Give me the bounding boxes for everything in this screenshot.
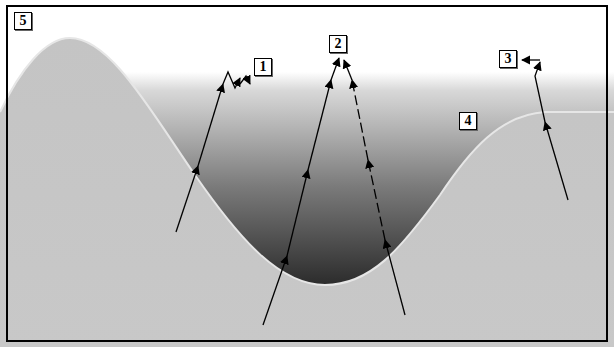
flow-arrow <box>223 72 240 88</box>
flow-arrow <box>287 170 308 256</box>
flow-arrow <box>263 256 287 325</box>
flow-arrow <box>331 58 339 80</box>
terrain <box>0 38 614 347</box>
flow-arrow <box>522 59 540 60</box>
callout-number: 1 <box>254 58 272 76</box>
flow-arrow <box>344 60 352 80</box>
flow-arrow <box>545 122 568 200</box>
flow-arrow <box>308 80 331 170</box>
flow-arrow <box>535 62 545 122</box>
flow-arrow <box>352 80 368 160</box>
flow-arrow <box>198 84 223 166</box>
flow-arrow <box>240 76 250 84</box>
flow-arrow <box>176 166 198 232</box>
flow-arrow <box>368 160 385 240</box>
flow-arrows <box>176 58 568 325</box>
callout-number: 3 <box>499 50 517 68</box>
ground-surface <box>0 38 614 285</box>
callout-number: 2 <box>329 35 347 53</box>
frame <box>7 6 607 341</box>
callout-number: 5 <box>14 12 32 30</box>
callout-number: 4 <box>459 112 477 130</box>
flow-arrow <box>385 240 405 315</box>
